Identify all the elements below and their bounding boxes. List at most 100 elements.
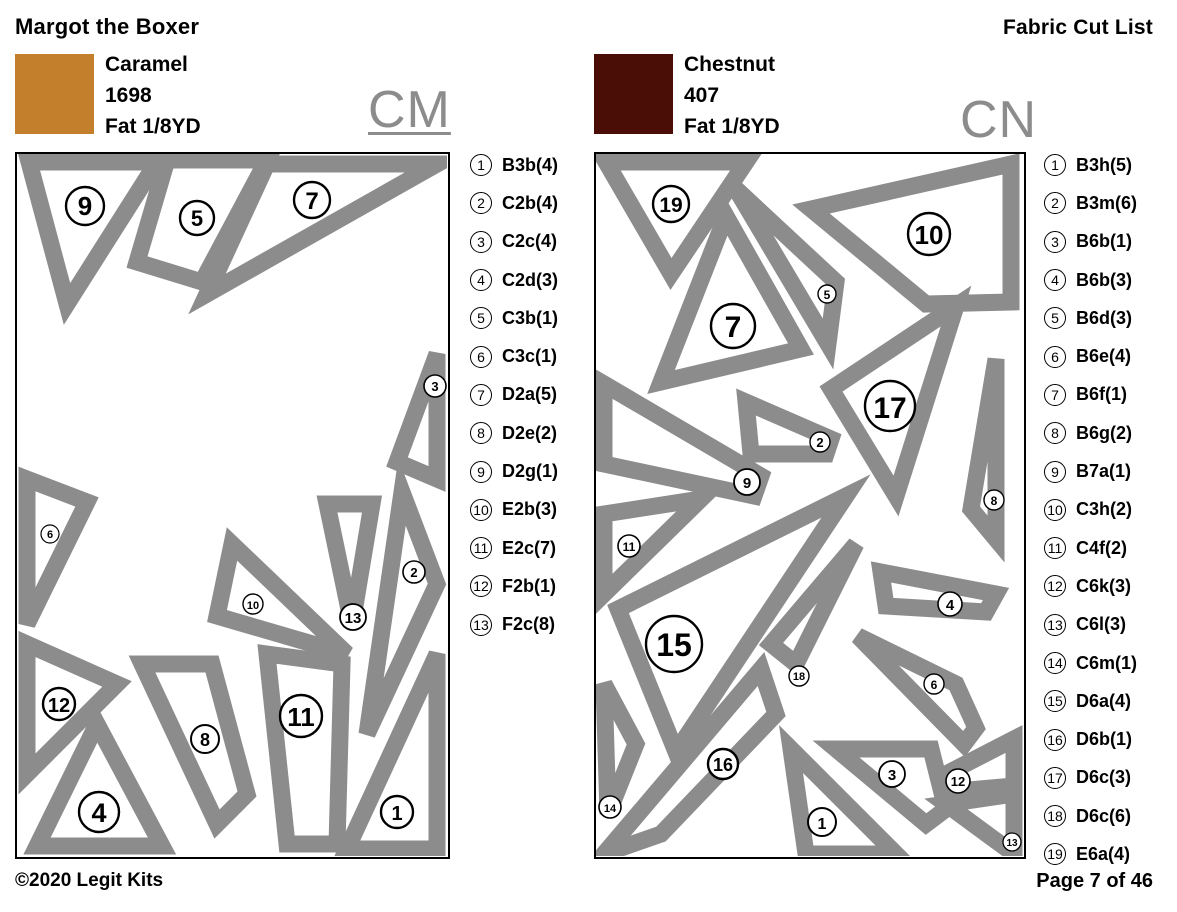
piece-label: C6k(3) (1076, 575, 1132, 596)
fabric-name: Chestnut (684, 53, 775, 76)
label-19: 19 (651, 184, 691, 224)
label-7: 7 (292, 180, 332, 220)
piece-label: C2b(4) (502, 192, 559, 213)
piece-number-badge: 19 (1044, 843, 1066, 866)
piece-number-badge: 6 (1044, 345, 1066, 368)
piece-number-badge: 5 (470, 307, 492, 330)
label-5: 5 (178, 199, 216, 237)
svg-text:9: 9 (78, 191, 92, 221)
piece-number-badge: 3 (1044, 230, 1066, 253)
label-14: 14 (598, 795, 622, 819)
cut-piece-6 (851, 628, 986, 758)
cut-list-item: 6 B6e(4) (1044, 337, 1137, 375)
piece-label: E2b(3) (502, 499, 558, 520)
label-9: 9 (733, 468, 761, 496)
piece-label: B6g(2) (1076, 422, 1133, 443)
piece-number-badge: 1 (1044, 154, 1066, 177)
label-6: 6 (40, 524, 60, 544)
piece-number-badge: 10 (470, 498, 492, 521)
label-12: 12 (41, 686, 77, 722)
label-4: 4 (937, 591, 963, 617)
svg-text:10: 10 (915, 220, 944, 250)
piece-label: B6b(3) (1076, 269, 1133, 290)
cut-piece-9 (18, 154, 173, 325)
fabric-name: Caramel (105, 53, 188, 76)
label-10: 10 (906, 211, 952, 257)
fabric-size: Fat 1/8YD (684, 115, 780, 138)
piece-number-badge: 14 (1044, 652, 1066, 674)
cut-piece-11 (596, 486, 726, 614)
svg-text:6: 6 (931, 678, 938, 692)
label-15: 15 (644, 614, 704, 674)
cut-piece-1 (778, 724, 912, 857)
piece-label: D6a(4) (1076, 690, 1132, 711)
piece-label: C2d(3) (502, 269, 559, 290)
label-11: 11 (617, 534, 641, 558)
piece-number-badge: 10 (1044, 498, 1066, 521)
label-16: 16 (706, 747, 740, 781)
label-13: 13 (339, 603, 367, 631)
cut-piece-11 (257, 644, 351, 853)
piece-label: B7a(1) (1076, 461, 1132, 482)
cut-piece-6 (18, 466, 99, 628)
piece-number-badge: 12 (470, 575, 492, 598)
cut-list-item: 14 C6m(1) (1044, 644, 1137, 682)
piece-number-badge: 5 (1044, 307, 1066, 330)
piece-label: C6m(1) (1076, 652, 1138, 673)
piece-number-badge: 6 (470, 345, 492, 368)
label-5: 5 (817, 284, 837, 304)
cut-list-item: 3 B6b(1) (1044, 223, 1137, 261)
cut-piece-7 (647, 196, 814, 394)
cutting-layout-chestnut: 19 10 5 7 17 2 9 8 11 15 4 18 6 16 3 12 … (594, 152, 1026, 859)
cut-piece-15 (607, 474, 871, 771)
svg-text:11: 11 (287, 702, 315, 732)
piece-number-badge: 1 (470, 154, 492, 177)
label-8: 8 (983, 489, 1005, 511)
cutting-layout-svg: 19 10 5 7 17 2 9 8 11 15 4 18 6 16 3 12 … (596, 154, 1023, 857)
svg-text:14: 14 (604, 803, 617, 815)
svg-text:17: 17 (873, 392, 906, 425)
fabric-code-cn: CN (960, 91, 1038, 149)
piece-number-badge: 18 (1044, 805, 1066, 828)
svg-text:3: 3 (431, 379, 438, 394)
cut-piece-5 (728, 182, 845, 370)
label-3: 3 (423, 374, 447, 398)
svg-text:6: 6 (47, 529, 53, 541)
svg-text:2: 2 (410, 565, 417, 580)
piece-number-labels: 19 10 5 7 17 2 9 8 11 15 4 18 6 16 3 12 … (598, 184, 1022, 852)
piece-label: C3h(2) (1076, 499, 1133, 520)
svg-text:10: 10 (247, 600, 259, 612)
label-2: 2 (809, 431, 831, 453)
cut-piece-13 (924, 784, 1023, 857)
fabric-code-cm: CM (368, 81, 451, 139)
piece-label: B6e(4) (1076, 346, 1132, 367)
label-7: 7 (709, 302, 757, 350)
cut-piece-10 (792, 154, 1020, 313)
piece-label: C3b(1) (502, 307, 559, 328)
svg-text:18: 18 (793, 671, 805, 683)
cut-piece-18 (758, 538, 864, 678)
label-1: 1 (379, 794, 415, 830)
cut-piece-4 (23, 705, 177, 855)
piece-number-badge: 11 (1044, 537, 1066, 560)
label-12: 12 (945, 768, 971, 794)
svg-text:1: 1 (818, 816, 827, 833)
piece-number-labels: 9 5 7 3 6 2 10 13 12 8 11 4 1 (40, 180, 447, 834)
piece-label: B6b(1) (1076, 231, 1133, 252)
svg-text:2: 2 (816, 435, 823, 450)
piece-label: D6c(3) (1076, 767, 1132, 788)
